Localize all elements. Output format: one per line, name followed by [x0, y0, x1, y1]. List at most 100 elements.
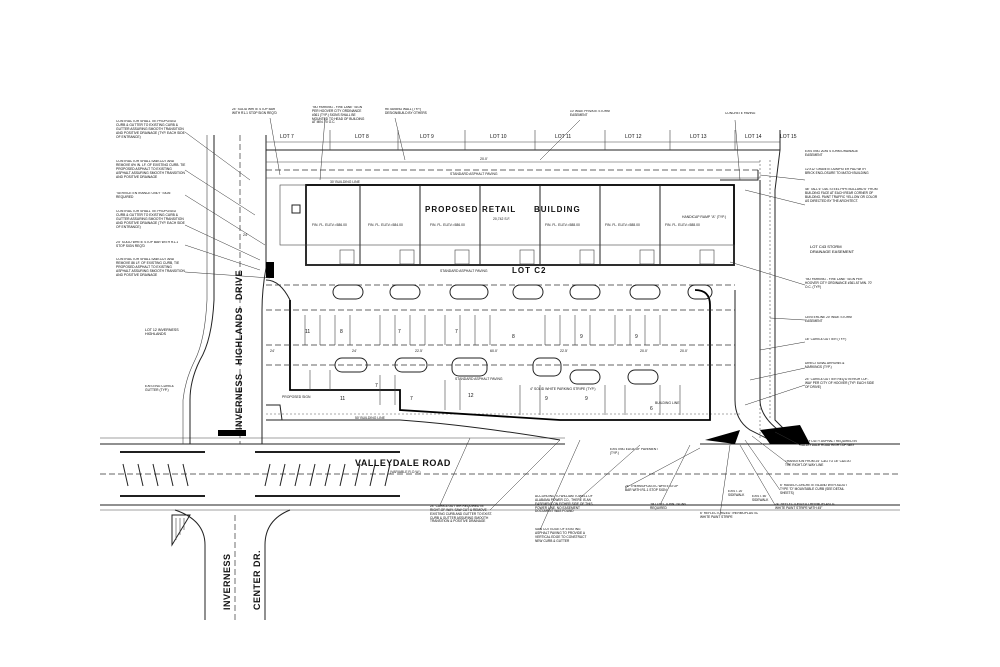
note-right-9: 24" CURB & GUTTER REQ'D IN RIGHT-OF-WAY …	[805, 378, 875, 389]
note-right-3: 48" TALL 6" DIA. STEEL PIPE BOLLARD 6" F…	[805, 188, 878, 203]
dim: 20.0'	[480, 157, 488, 161]
note-bottom-6: EXISTING EDGE OF PAVEMENT (TYP.)	[610, 448, 658, 455]
lot-7-label: LOT 7	[280, 134, 294, 140]
note-left-5: 24" SOLID WHITE STOP BAR WITH R1-1 STOP …	[116, 241, 179, 248]
stall-count: 8	[512, 334, 515, 340]
building-line-label-bottom: 50' BUILDING LINE	[355, 416, 386, 420]
stall-count: 7	[455, 329, 458, 335]
note-bottom-8: EXIST. 20' SIDEWALK	[728, 490, 745, 497]
stall-count: 9	[585, 396, 588, 402]
right-notes: EXISTING 20X6 STORM DRAINAGE EASEMENT 12…	[775, 150, 878, 510]
note-left-4: CONTRACTOR SHALL TIE PROPOSED CURB & GUT…	[116, 210, 185, 229]
ffe-3: FIN. FL. ELEV.=586.00	[430, 223, 465, 227]
note-right-5: "NO PARKING - FIRE LANE" SIGN PER HOOVER…	[805, 278, 873, 289]
note-bottom-9: EXIST. 50' SIDEWALK	[752, 495, 769, 502]
stall-count: 7	[398, 329, 401, 335]
note-bottom-4: 24" THERMOPLASTIC WHITE STOP BAR WITH R1…	[625, 485, 679, 492]
paving-label-lot: STANDARD ASPHALT PAVING	[455, 377, 503, 381]
stall-count: 9	[580, 334, 583, 340]
stall-count: 6	[650, 406, 653, 412]
note-left-2: CONTRACTOR SHALL SAW-CUT AND REMOVE 6% I…	[116, 160, 186, 179]
top-notes: 24" SOLID WHITE STOP BAR WITH R1-1 STOP …	[232, 106, 756, 125]
ffe-4: FIN. FL. ELEV.=588.00	[545, 223, 580, 227]
note-bottom-2: ACCORDING TO WILLIAM TOWELL OF ALABAMA P…	[535, 495, 593, 514]
note-right-2: 12'X12' GRANITE DUMPSTER PAD WITH BRICK …	[805, 168, 869, 175]
note-bottom-3: SAW CUT EDGE OF EXISTING ASPHALT PAVING …	[535, 528, 587, 543]
inverness-highlands-label-1: INVERNESS	[234, 373, 244, 430]
ffe-6: FIN. FL. ELEV.=588.00	[665, 223, 700, 227]
paving-label-top: STANDARD ASPHALT PAVING	[450, 172, 498, 176]
retail-building: PROPOSED RETAIL BUILDING 20,742 S.F. FIN…	[279, 172, 735, 273]
stall-count: 11	[305, 329, 310, 335]
lot-9-label: LOT 9	[420, 134, 434, 140]
left-entrance	[265, 262, 291, 421]
note-left-6: CONTRACTOR SHALL SAW-CUT AND REMOVE 86 L…	[116, 258, 185, 277]
building-word-proposed: PROPOSED	[425, 205, 478, 214]
ffe-1: FIN. FL. ELEV.=586.00	[312, 223, 347, 227]
dumpster-pad	[291, 204, 301, 214]
note-right-1: EXISTING 20X6 STORM DRAINAGE EASEMENT	[805, 150, 859, 157]
lot-c2-label: LOT C2	[512, 266, 546, 275]
lot-14-label: LOT 14	[745, 134, 762, 140]
valleydale-road: VALLEYDALE ROAD (VARIABLE R.O.W.)	[100, 437, 900, 511]
note-bottom-1: 24" CURB & GUTTER REQUIRED IN RIGHT-OF-W…	[430, 505, 493, 524]
inverness-highlands-label-3: DRIVE	[234, 270, 244, 300]
lot-13-label: LOT 13	[690, 134, 707, 140]
note-top-5: CONCRETE PAVING	[725, 112, 756, 115]
dim: 24'	[270, 349, 275, 353]
note-right-11: TRANSITION FROM 24" C&G TO 18" C&G AT TH…	[785, 460, 851, 467]
stop-bar	[218, 430, 246, 436]
lot-lines: LOT 7 LOT 8 LOT 9 LOT 10 LOT 11 LOT 12 L…	[266, 130, 801, 446]
note-right-10: HEAVY DUTY ASPHALT REQUIRED IN VALLEYDAL…	[800, 440, 857, 447]
stall-count: 11	[340, 396, 345, 402]
stall-counts: 11 8 7 7 8 9 9 7 7 12 9 9 11 6	[305, 329, 653, 412]
dim: 22.5'	[560, 349, 568, 353]
dim: 20.0'	[640, 349, 648, 353]
landscape-islands-row2	[334, 357, 659, 385]
dim: 24'	[352, 349, 357, 353]
building-area: 20,742 S.F.	[493, 217, 510, 221]
left-notes: CONTRACTOR SHALL TIE PROPOSED CURB & GUT…	[116, 120, 186, 392]
note-left-1: CONTRACTOR SHALL TIE PROPOSED CURB & GUT…	[116, 120, 185, 139]
note-right-4: LOT C43 STORM DRAINAGE EASEMENT	[810, 245, 855, 254]
stall-count: 9	[635, 334, 638, 340]
stall-count: 12	[468, 393, 474, 399]
stripe-label: 4" SOLID WHITE PARKING STRIPE (TYP.)	[530, 387, 596, 391]
note-bottom-5: "NO LEFT TURN" SIGNS REQUIRED	[650, 503, 687, 510]
rear-drive	[266, 161, 760, 179]
building-word-retail: RETAIL	[482, 205, 516, 214]
stall-count: 7	[375, 383, 378, 389]
note-right-6: CENTERLINE 20' WIDE STORM EASEMENT	[805, 316, 852, 323]
stall-count: 7	[410, 396, 413, 402]
valleydale-row-label: (VARIABLE R.O.W.)	[390, 470, 420, 474]
landscape-islands-row1	[332, 284, 713, 300]
lot-15-label: LOT 15	[780, 134, 797, 140]
note-top-1: 24" SOLID WHITE STOP BAR WITH R1-1 STOP …	[232, 108, 277, 115]
parking-lot	[266, 284, 735, 421]
note-right-7: 18" CURB & GUTTER (TYP.)	[805, 338, 847, 341]
note-right-13: 24" REFLECTORIZED THERMOPLASTIC WHITE PA…	[775, 503, 835, 510]
inverness-highlands-drive: INVERNESS HIGHLANDS DRIVE	[182, 135, 267, 444]
inverness-highlands-label-2: HIGHLANDS	[234, 307, 244, 365]
note-left-8: EXISTING CURB & GUTTER (TYP.)	[145, 385, 174, 392]
note-lot-12: LOT 12 INVERNESS HIGHLANDS	[145, 328, 179, 337]
ffe-2: FIN. FL. ELEV.=584.00	[368, 223, 403, 227]
dim: 60.0'	[490, 349, 498, 353]
proposed-sign-label: PROPOSED SIGN	[282, 395, 311, 399]
note-right-8: DIRECTIONAL ARROWS & MARKINGS (TYP.)	[805, 362, 845, 369]
building-word-building: BUILDING	[534, 205, 581, 214]
note-top-2: "NO PARKING - FIRE LANE" SIGN PER HOOVER…	[312, 106, 365, 125]
inverness-center-label-1: INVERNESS	[222, 553, 232, 610]
lot-12-label: LOT 12	[625, 134, 642, 140]
stall-count: 8	[340, 329, 343, 335]
dim: 24'	[243, 233, 248, 237]
lot-10-label: LOT 10	[490, 134, 507, 140]
paving-label-front: STANDARD ASPHALT PAVING	[440, 269, 488, 273]
bottom-notes: 24" CURB & GUTTER REQUIRED IN RIGHT-OF-W…	[430, 448, 769, 543]
building-line-label-3: BUILDING LINE	[655, 401, 680, 405]
stall-count: 9	[545, 396, 548, 402]
inverness-center-drive: INVERNESS CENTER DR.	[171, 509, 291, 620]
inverness-center-label-2: CENTER DR.	[252, 550, 262, 610]
dim: 22.5'	[415, 349, 423, 353]
